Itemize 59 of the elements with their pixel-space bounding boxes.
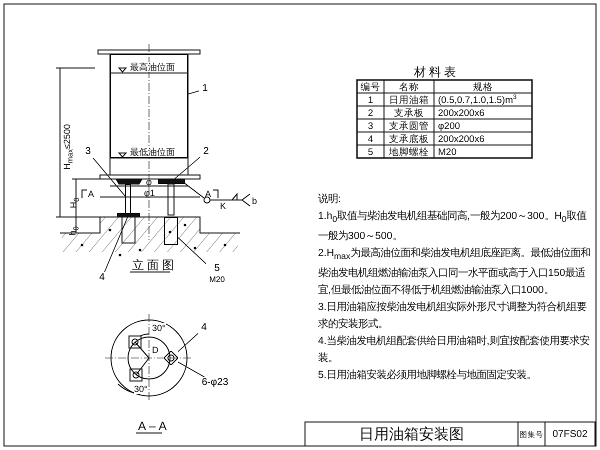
table-cell-text: φ200 [437,122,462,132]
callout-number: 6-φ23 [200,377,230,388]
base-plate [117,213,140,217]
dimension-label: φ1 [144,188,155,198]
section-mark: A [88,189,94,199]
note-text: 3.日用油箱应按柴油发电机组实际外形尺寸调整为符合机组要求的安装形式。 [318,300,588,332]
table-cell-text: 支承圆管 [388,122,430,132]
tank-body [110,54,188,158]
atlas-number: 07FS02 [551,430,589,440]
leader-line [104,216,128,272]
level-label: 最低油位面 [130,147,175,157]
table-header: 编号 [360,83,382,93]
view-title: 立面图 [132,259,177,272]
weld-label: b [252,196,258,206]
leader-line [92,158,126,196]
table-cell-text: M20 [437,148,458,158]
table-cell-text: 200x200x6 [437,109,486,119]
base-plate [164,351,178,365]
table-cell-text: 支承底板 [388,135,430,145]
callout-number: 4 [98,272,106,283]
view-title: A–A [138,420,170,433]
support-plate [158,179,185,184]
table-cell-text: 1 [366,96,374,106]
angle-label: 30° [152,323,166,333]
callout-number: 1 [201,83,209,94]
dimension-label: D [152,345,158,355]
note-text: 5.日用油箱安装必须用地脚螺栓与地面固定安装。 [318,368,538,384]
level-label: 最高油位面 [130,62,175,72]
notes-heading: 说明: [318,192,342,207]
table-cell-text: 地脚螺栓 [388,148,430,158]
leader-line [188,90,200,95]
table-cell-text: (0.5,0.7,1.0,1.5)m$^{3}$ [437,96,518,106]
table-cell-text: 5 [366,148,374,158]
bolt-size-text: M20 [208,274,226,285]
table-cell-text: 支承板 [393,109,425,119]
angle-label: 30° [134,384,148,394]
table-cell-text: 3 [366,122,374,132]
weld-label: K [220,201,226,211]
note-text: 1.h$_{0}$取值与柴油发电机组基础同高,一般为200～300。H$_{0}$取值一般为300～500。 [318,209,588,244]
note-text: 4.当柴油发电机组配套供给日用油箱时,则宜按配套使用要求安装。 [318,334,590,366]
table-cell-text: 200x200x6 [437,135,486,145]
leader-line [178,362,205,378]
section-mark: A [205,189,212,199]
table-cell-text: 4 [366,135,374,145]
callout-number: 5 [213,263,221,274]
callout-number: 2 [202,146,210,157]
table-header: 名称 [398,83,420,93]
table-cell-text: 2 [366,109,374,119]
leader-line [178,333,198,352]
table-header: 规格 [472,83,494,93]
note-text: 2.H$_{max}$为最高油位面和柴油发电机组底座距离。最低油位面和柴油发电机组燃油输油泵入口同一水平面或高于入口150最适宜,但最低油位面不得低于机组燃油输油泵入口1000。 [318,246,592,298]
drawing-title: 日用油箱安装图 [358,426,465,443]
table-title: 材料表 [414,66,459,79]
leader-line [174,156,200,180]
table-cell-text: 日用油箱 [388,96,430,106]
anchor-bolt [164,217,178,245]
callout-number: 3 [84,146,92,157]
leader-line [178,237,206,264]
callout-number: 4 [200,322,208,333]
